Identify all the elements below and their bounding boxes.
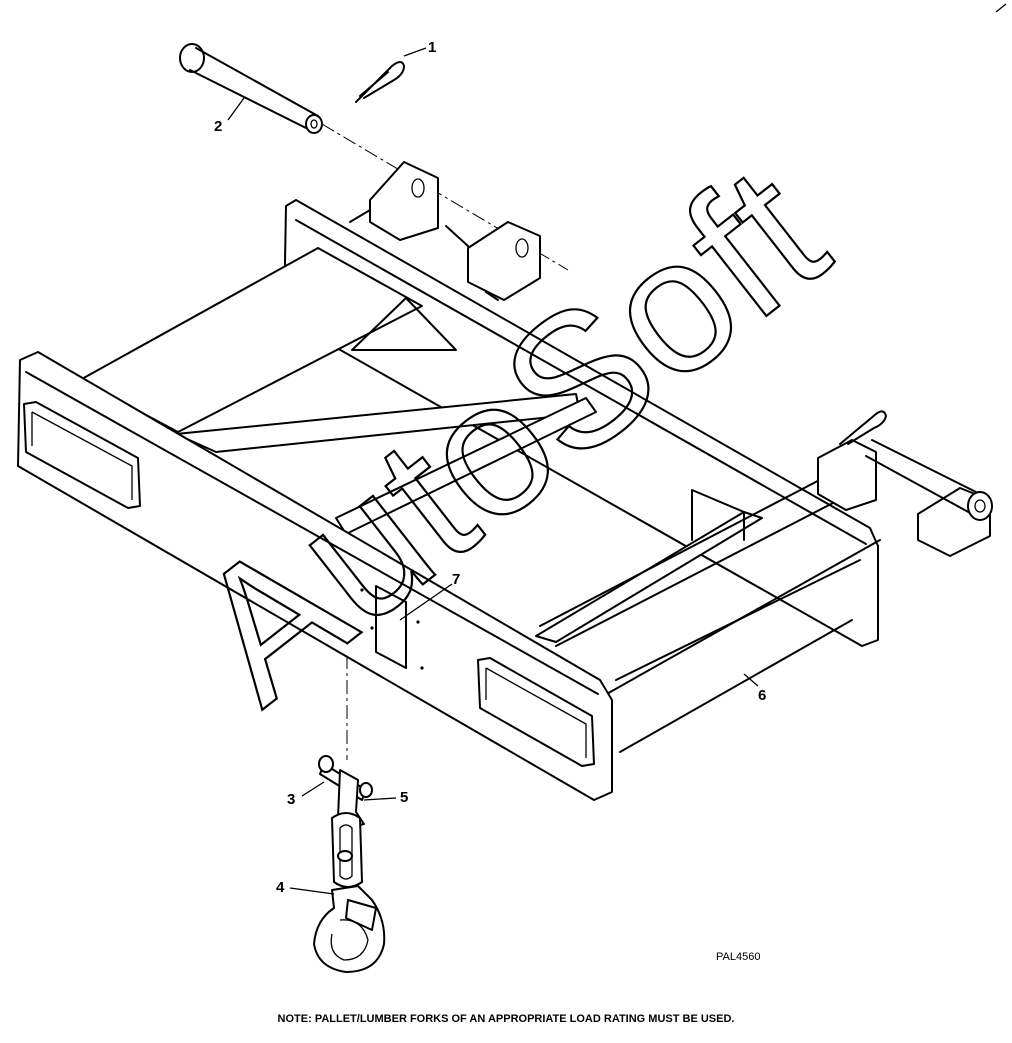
swivel-eye xyxy=(331,812,363,888)
figure-id: PAL4560 xyxy=(716,951,760,963)
handle-slot-right xyxy=(477,657,595,767)
callout-1: 1 xyxy=(428,39,436,56)
callout-7: 7 xyxy=(452,571,460,588)
callout-5: 5 xyxy=(400,789,408,806)
callout-3: 3 xyxy=(287,791,295,808)
safety-latch xyxy=(345,899,377,931)
label-plate xyxy=(375,585,407,669)
pin-head xyxy=(179,43,205,73)
pin-end xyxy=(305,114,323,134)
pin-assembly xyxy=(179,43,405,134)
pin-shaft xyxy=(189,47,319,131)
cotter-pin xyxy=(355,61,405,103)
callout-2: 2 xyxy=(214,118,222,135)
hook-assembly xyxy=(313,755,386,973)
handle-slot-left xyxy=(23,401,141,509)
frame-weldment xyxy=(17,161,993,801)
callout-4: 4 xyxy=(276,879,285,896)
callout-6: 6 xyxy=(758,687,766,704)
note-text: NOTE: PALLET/LUMBER FORKS OF AN APPROPRI… xyxy=(278,1013,735,1025)
